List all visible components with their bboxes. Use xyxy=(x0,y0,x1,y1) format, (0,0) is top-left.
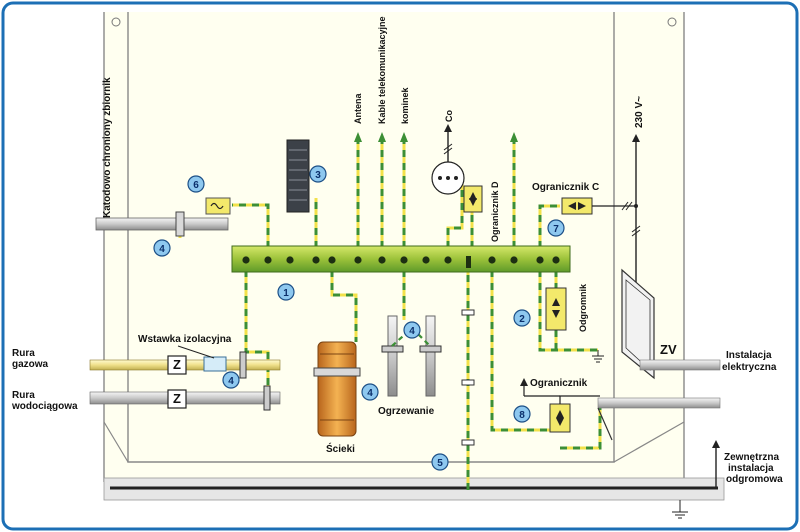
telecom-block xyxy=(286,139,310,213)
heating-pipe-left xyxy=(387,315,398,397)
label-zv: ZV xyxy=(660,342,677,357)
surge-arrester-b xyxy=(545,287,567,331)
svg-text:4: 4 xyxy=(228,376,234,387)
label-ext-2: instalacja xyxy=(728,463,774,474)
label-antenna: Antena xyxy=(353,93,363,124)
label-water-pipe-1: Rura xyxy=(12,390,35,401)
label-arrester-c: Ogranicznik C xyxy=(532,182,599,193)
svg-text:4: 4 xyxy=(159,244,165,255)
bar-terminals xyxy=(242,256,560,264)
svg-text:4: 4 xyxy=(367,388,373,399)
arrester-c xyxy=(561,197,593,215)
label-heating: Ogrzewanie xyxy=(378,406,435,417)
svg-text:2: 2 xyxy=(519,314,525,325)
label-arrester-d: Ogranicznik D xyxy=(490,181,500,242)
label-telecom: Kable telekomunikacyjne xyxy=(377,16,387,124)
marker-4b: 4 xyxy=(222,371,240,389)
marker-2: 2 xyxy=(513,309,531,327)
label-electric-1: Instalacja xyxy=(726,350,772,361)
marker-4d: 4 xyxy=(403,321,421,339)
label-cathodic-tank: Katodowo chroniony zbiornik xyxy=(102,77,113,218)
label-co: Co xyxy=(444,110,454,122)
insulating-insert xyxy=(203,356,227,372)
marker-4a: 4 xyxy=(153,239,171,257)
svg-text:1: 1 xyxy=(283,288,289,299)
gas-meter-box xyxy=(167,355,187,375)
label-voltage: 230 V~ xyxy=(634,96,645,128)
water-meter-z: Z xyxy=(173,391,181,406)
label-ext-3: odgromowa xyxy=(726,474,783,485)
marker-8: 8 xyxy=(513,405,531,423)
svg-text:8: 8 xyxy=(519,410,525,421)
label-arrester: Ogranicznik xyxy=(530,378,588,389)
marker-4c: 4 xyxy=(361,383,379,401)
label-gas-pipe-1: Rura xyxy=(12,348,35,359)
svg-text:6: 6 xyxy=(193,180,199,191)
marker-6: 6 xyxy=(187,175,205,193)
marker-3: 3 xyxy=(309,165,327,183)
label-sewage: Ścieki xyxy=(326,442,355,455)
water-meter-box xyxy=(167,389,187,409)
arrow-heads xyxy=(354,132,518,142)
tank-pipe xyxy=(95,217,229,231)
label-insulating-insert: Wstawka izolacyjna xyxy=(138,334,232,345)
marker-7: 7 xyxy=(547,219,565,237)
outgoing-cable xyxy=(597,397,721,409)
heating-pipe-right xyxy=(425,315,436,397)
sewage-pipe xyxy=(317,341,357,437)
label-gas-pipe-2: gazowa xyxy=(12,359,49,370)
label-electric-2: elektryczna xyxy=(722,362,777,373)
gas-meter-z: Z xyxy=(173,357,181,372)
markers: 1 2 3 4 4 4 4 5 6 7 8 xyxy=(153,165,565,471)
label-water-pipe-2: wodociągowa xyxy=(11,401,78,412)
electric-installation-pipe xyxy=(639,359,721,371)
svg-text:5: 5 xyxy=(437,458,443,469)
svg-text:4: 4 xyxy=(409,326,415,337)
svg-text:7: 7 xyxy=(553,224,559,235)
label-chimney: kominek xyxy=(400,86,410,124)
label-ext-1: Zewnętrzna xyxy=(724,452,779,463)
label-arrester-b: Odgromnik xyxy=(578,283,588,332)
marker-1: 1 xyxy=(277,283,295,301)
spark-gap-device xyxy=(205,197,231,215)
marker-5: 5 xyxy=(431,453,449,471)
svg-text:3: 3 xyxy=(315,170,321,181)
